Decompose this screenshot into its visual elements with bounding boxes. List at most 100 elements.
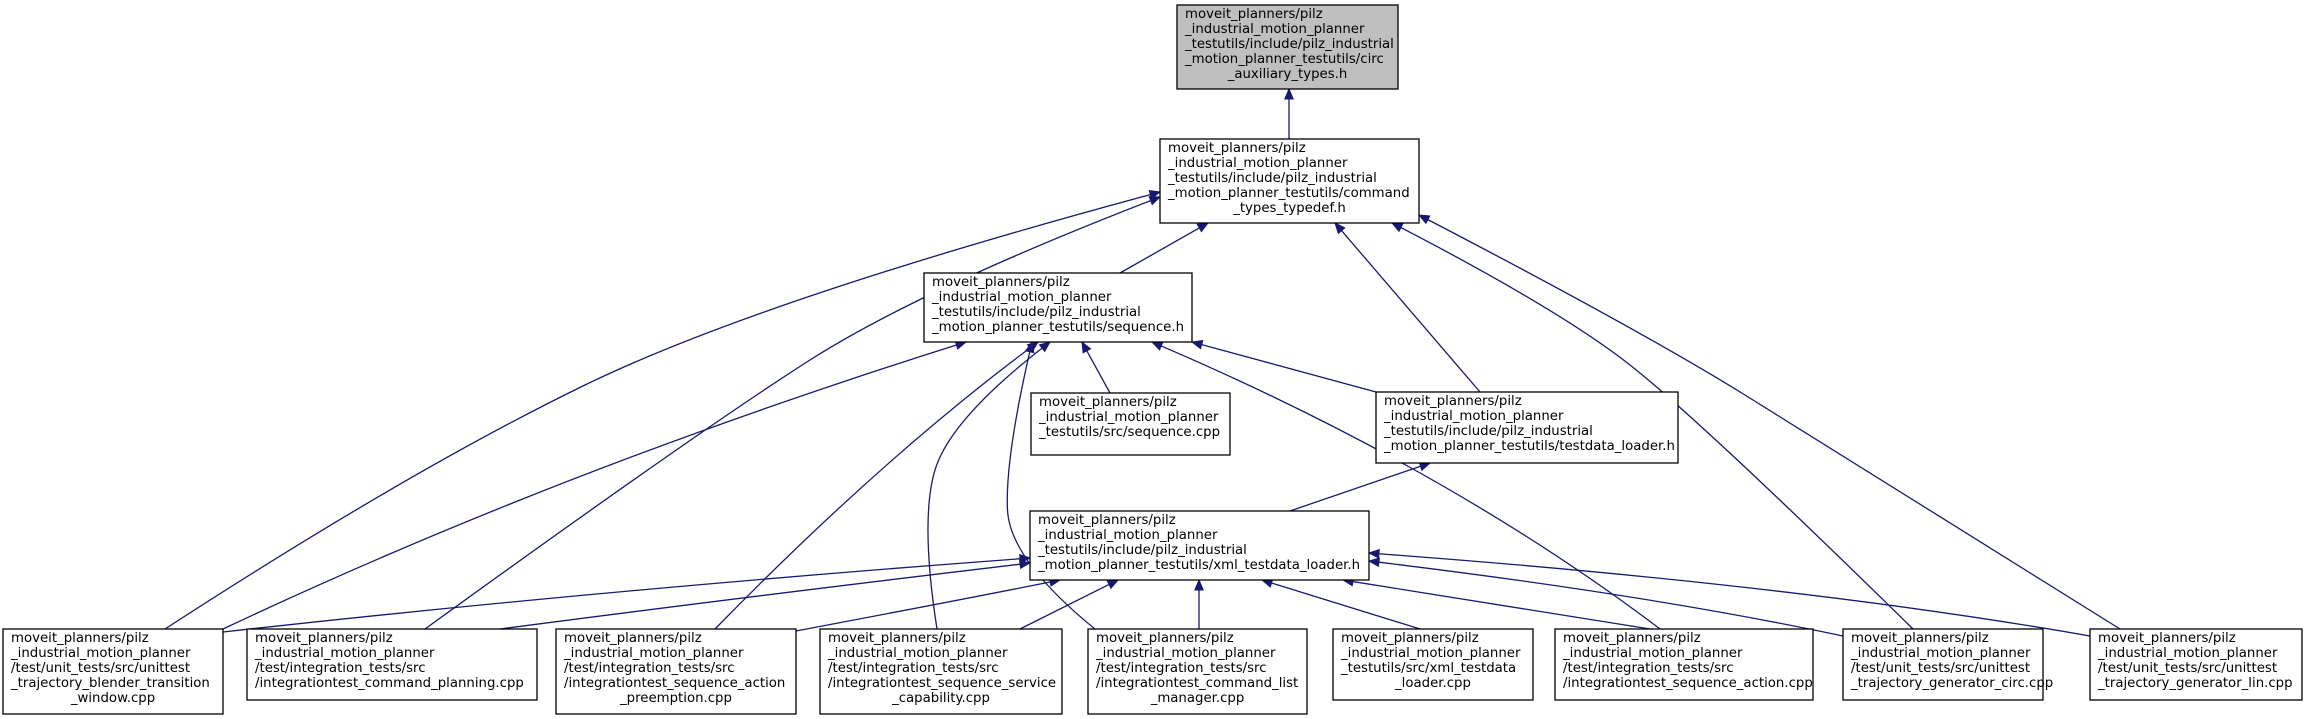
- node-label-line: _industrial_motion_planner: [1167, 156, 1348, 171]
- node-unittest-trajectory-generator-circ-cpp[interactable]: moveit_planners/pilz_industrial_motion_p…: [1842, 628, 2053, 701]
- node-label-line: moveit_planners/pilz: [1039, 395, 1177, 410]
- node-box[interactable]: [1375, 391, 1679, 464]
- node-sequence-cpp[interactable]: moveit_planners/pilz_industrial_motion_p…: [1030, 392, 1231, 456]
- edge-unittest-trajectory-generator-lin-cpp-to-xml-testdata-loader-h: [1367, 548, 2091, 637]
- node-box[interactable]: [819, 628, 1063, 715]
- node-label-line: _trajectory_blender_transition: [10, 676, 210, 691]
- node-label-line: _industrial_motion_planner: [1340, 646, 1521, 661]
- arrow-head: [1148, 196, 1162, 206]
- edge-integrationtest-command-planning-cpp-to-xml-testdata-loader-h: [499, 559, 1032, 630]
- node-label-line: /test/integration_tests/src: [828, 661, 999, 676]
- node-box[interactable]: [2089, 628, 2303, 701]
- node-label-line: _industrial_motion_planner: [1095, 646, 1276, 661]
- edge-sequence-cpp-to-sequence-h: [1081, 340, 1111, 394]
- node-label-line: moveit_planners/pilz: [1168, 141, 1306, 156]
- arrow-head: [1284, 87, 1294, 100]
- node-label-line: _loader.cpp: [1394, 676, 1471, 691]
- node-label-line: moveit_planners/pilz: [1185, 7, 1323, 22]
- node-label-line: moveit_planners/pilz: [1096, 631, 1234, 646]
- arrow-head: [1018, 559, 1032, 570]
- node-label-line: _motion_planner_testutils/command: [1167, 186, 1410, 201]
- node-box[interactable]: [2, 628, 224, 715]
- node-label-line: /test/integration_tests/src: [255, 661, 426, 676]
- edge-command-types-typedef-h-to-circ-auxiliary-types-h: [1284, 87, 1294, 139]
- arrow-head: [1190, 339, 1204, 350]
- edge-xml-testdata-loader-h-to-testdata-loader-h: [1289, 461, 1432, 512]
- node-label-line: _testutils/include/pilz_industrial: [1383, 424, 1593, 439]
- node-label-line: _industrial_motion_planner: [931, 290, 1112, 305]
- node-unittest-trajectory-blender-transition-window-cpp[interactable]: moveit_planners/pilz_industrial_motion_p…: [2, 628, 224, 715]
- edge-unittest-trajectory-blender-transition-window-cpp-to-command-types-typedef-h: [164, 189, 1162, 630]
- edge-line: [927, 347, 1043, 630]
- edge-unittest-trajectory-blender-transition-window-cpp-to-sequence-h: [222, 340, 968, 630]
- node-box[interactable]: [246, 628, 538, 701]
- node-label-line: _industrial_motion_planner: [1037, 528, 1218, 543]
- edge-line: [1289, 465, 1421, 512]
- node-box[interactable]: [923, 272, 1193, 343]
- edge-integrationtest-command-list-manager-cpp-to-sequence-h: [1006, 340, 1096, 630]
- node-xml-testdata-loader-h[interactable]: moveit_planners/pilz_industrial_motion_p…: [1029, 510, 1370, 581]
- node-label-line: /integrationtest_sequence_action.cpp: [1563, 676, 1813, 691]
- edge-line: [1019, 583, 1110, 630]
- node-box[interactable]: [1087, 628, 1308, 715]
- edge-integrationtest-command-list-manager-cpp-to-xml-testdata-loader-h: [1194, 578, 1204, 629]
- edge-unittest-trajectory-generator-circ-cpp-to-xml-testdata-loader-h: [1367, 557, 1844, 637]
- arrow-head: [1024, 340, 1035, 354]
- node-sequence-h[interactable]: moveit_planners/pilz_industrial_motion_p…: [923, 272, 1193, 343]
- node-integrationtest-command-planning-cpp[interactable]: moveit_planners/pilz_industrial_motion_p…: [246, 628, 538, 701]
- node-label-line: /integrationtest_sequence_action: [564, 676, 785, 691]
- edge-line: [1271, 582, 1421, 630]
- node-box[interactable]: [1030, 392, 1231, 456]
- node-label-line: /test/unit_tests/src/unittest: [2098, 661, 2277, 676]
- node-box[interactable]: [555, 628, 797, 715]
- node-integrationtest-command-list-manager-cpp[interactable]: moveit_planners/pilz_industrial_motion_p…: [1087, 628, 1308, 715]
- arrow-head: [1150, 341, 1164, 351]
- node-integrationtest-sequence-action-cpp[interactable]: moveit_planners/pilz_industrial_motion_p…: [1554, 628, 1814, 701]
- node-label-line: _industrial_motion_planner: [1850, 646, 2031, 661]
- node-label-line: moveit_planners/pilz: [932, 275, 1070, 290]
- node-label-line: moveit_planners/pilz: [1563, 631, 1701, 646]
- edge-line: [1201, 343, 1377, 393]
- edge-sequence-h-to-command-types-typedef-h: [1119, 222, 1210, 274]
- node-unittest-trajectory-generator-lin-cpp[interactable]: moveit_planners/pilz_industrial_motion_p…: [2089, 628, 2303, 701]
- edge-integrationtest-sequence-service-capability-cpp-to-sequence-h: [927, 341, 1052, 630]
- edge-line: [499, 563, 1021, 630]
- node-label-line: _industrial_motion_planner: [1383, 409, 1564, 424]
- node-box[interactable]: [1029, 510, 1370, 581]
- edge-line: [222, 344, 957, 630]
- arrow-head: [1038, 341, 1052, 353]
- node-label-line: moveit_planners/pilz: [1851, 631, 1989, 646]
- node-label-line: _industrial_motion_planner: [1184, 22, 1365, 37]
- node-box[interactable]: [1554, 628, 1814, 701]
- edge-xml-testdata-loader-cpp-to-xml-testdata-loader-h: [1260, 578, 1421, 630]
- node-label-line: moveit_planners/pilz: [828, 631, 966, 646]
- node-testdata-loader-h[interactable]: moveit_planners/pilz_industrial_motion_p…: [1375, 391, 1679, 464]
- edge-line: [1086, 350, 1111, 394]
- edge-unittest-trajectory-blender-transition-window-cpp-to-xml-testdata-loader-h: [222, 553, 1032, 633]
- arrow-head: [1106, 579, 1120, 590]
- node-command-types-typedef-h[interactable]: moveit_planners/pilz_industrial_motion_p…: [1159, 138, 1420, 224]
- node-label-line: moveit_planners/pilz: [1384, 394, 1522, 409]
- node-xml-testdata-loader-cpp[interactable]: moveit_planners/pilz_industrial_motion_p…: [1332, 628, 1534, 701]
- node-circ-auxiliary-types-h[interactable]: moveit_planners/pilz_industrial_motion_p…: [1176, 4, 1399, 90]
- node-label-line: _motion_planner_testutils/xml_testdata_l…: [1037, 558, 1360, 573]
- node-integrationtest-sequence-service-capability-cpp[interactable]: moveit_planners/pilz_industrial_motion_p…: [819, 628, 1063, 715]
- node-box[interactable]: [1159, 138, 1420, 224]
- edge-line: [1006, 351, 1096, 630]
- edge-line: [222, 558, 1021, 633]
- node-label-line: _testutils/include/pilz_industrial: [931, 305, 1141, 320]
- node-integrationtest-sequence-action-preemption-cpp[interactable]: moveit_planners/pilz_industrial_motion_p…: [555, 628, 797, 715]
- node-label-line: _manager.cpp: [1150, 691, 1245, 706]
- node-label-line: /integrationtest_command_planning.cpp: [255, 676, 524, 691]
- node-box[interactable]: [1332, 628, 1534, 701]
- node-box[interactable]: [1842, 628, 2044, 701]
- edge-integrationtest-sequence-action-cpp-to-xml-testdata-loader-h: [1341, 576, 1651, 630]
- node-label-line: _testutils/include/pilz_industrial: [1184, 37, 1394, 52]
- node-box[interactable]: [1176, 4, 1399, 90]
- node-label-line: /test/unit_tests/src/unittest: [1851, 661, 2030, 676]
- edge-integrationtest-sequence-action-preemption-cpp-to-sequence-h: [714, 341, 1040, 630]
- node-label-line: _industrial_motion_planner: [1562, 646, 1743, 661]
- node-label-line: /test/integration_tests/src: [564, 661, 735, 676]
- node-label-line: _industrial_motion_planner: [563, 646, 744, 661]
